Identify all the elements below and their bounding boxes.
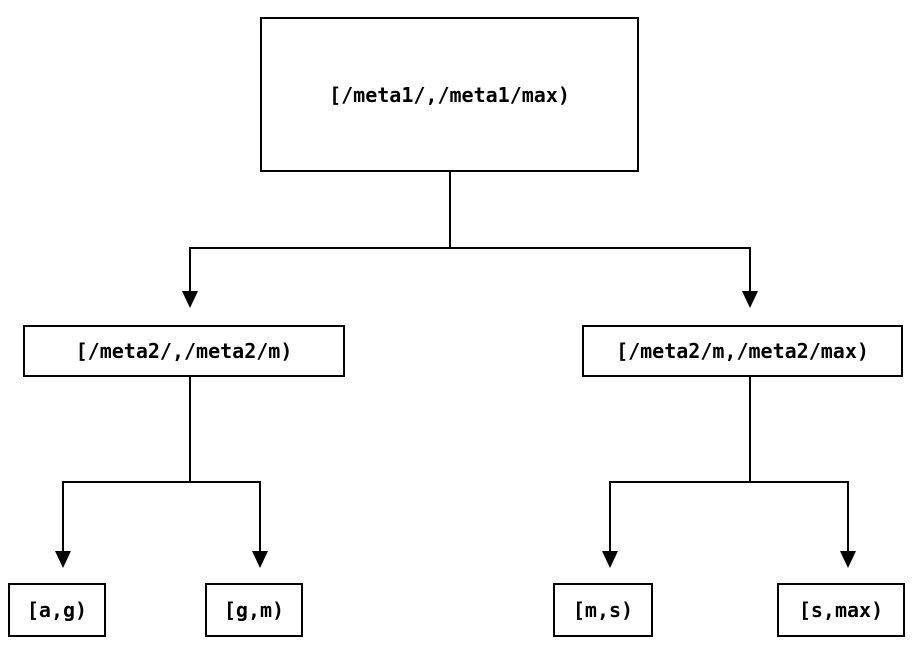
arrowhead-to-left <box>182 291 198 308</box>
edge-left-children <box>62 377 261 552</box>
node-right-left: [m,s) <box>553 583 653 637</box>
node-left-label: [/meta2/,/meta2/m) <box>75 339 293 363</box>
node-left-left-label: [a,g) <box>26 598 88 622</box>
node-left-right-label: [g,m) <box>223 598 285 622</box>
node-right: [/meta2/m,/meta2/max) <box>582 325 903 377</box>
node-right-left-label: [m,s) <box>572 598 634 622</box>
arrowhead-to-left-left <box>55 551 71 568</box>
arrowhead-to-right-left <box>602 551 618 568</box>
node-right-label: [/meta2/m,/meta2/max) <box>616 339 869 363</box>
node-right-right-label: [s,max) <box>798 598 884 622</box>
edge-root-children <box>189 172 751 292</box>
node-root: [/meta1/,/meta1/max) <box>260 17 639 172</box>
arrowhead-to-right <box>742 291 758 308</box>
edge-right-children <box>609 377 849 552</box>
node-root-label: [/meta1/,/meta1/max) <box>329 82 570 107</box>
node-right-right: [s,max) <box>777 583 905 637</box>
arrowhead-to-right-right <box>840 551 856 568</box>
arrowhead-to-left-right <box>252 551 268 568</box>
node-left: [/meta2/,/meta2/m) <box>23 325 345 377</box>
node-left-left: [a,g) <box>8 583 106 637</box>
node-left-right: [g,m) <box>205 583 303 637</box>
